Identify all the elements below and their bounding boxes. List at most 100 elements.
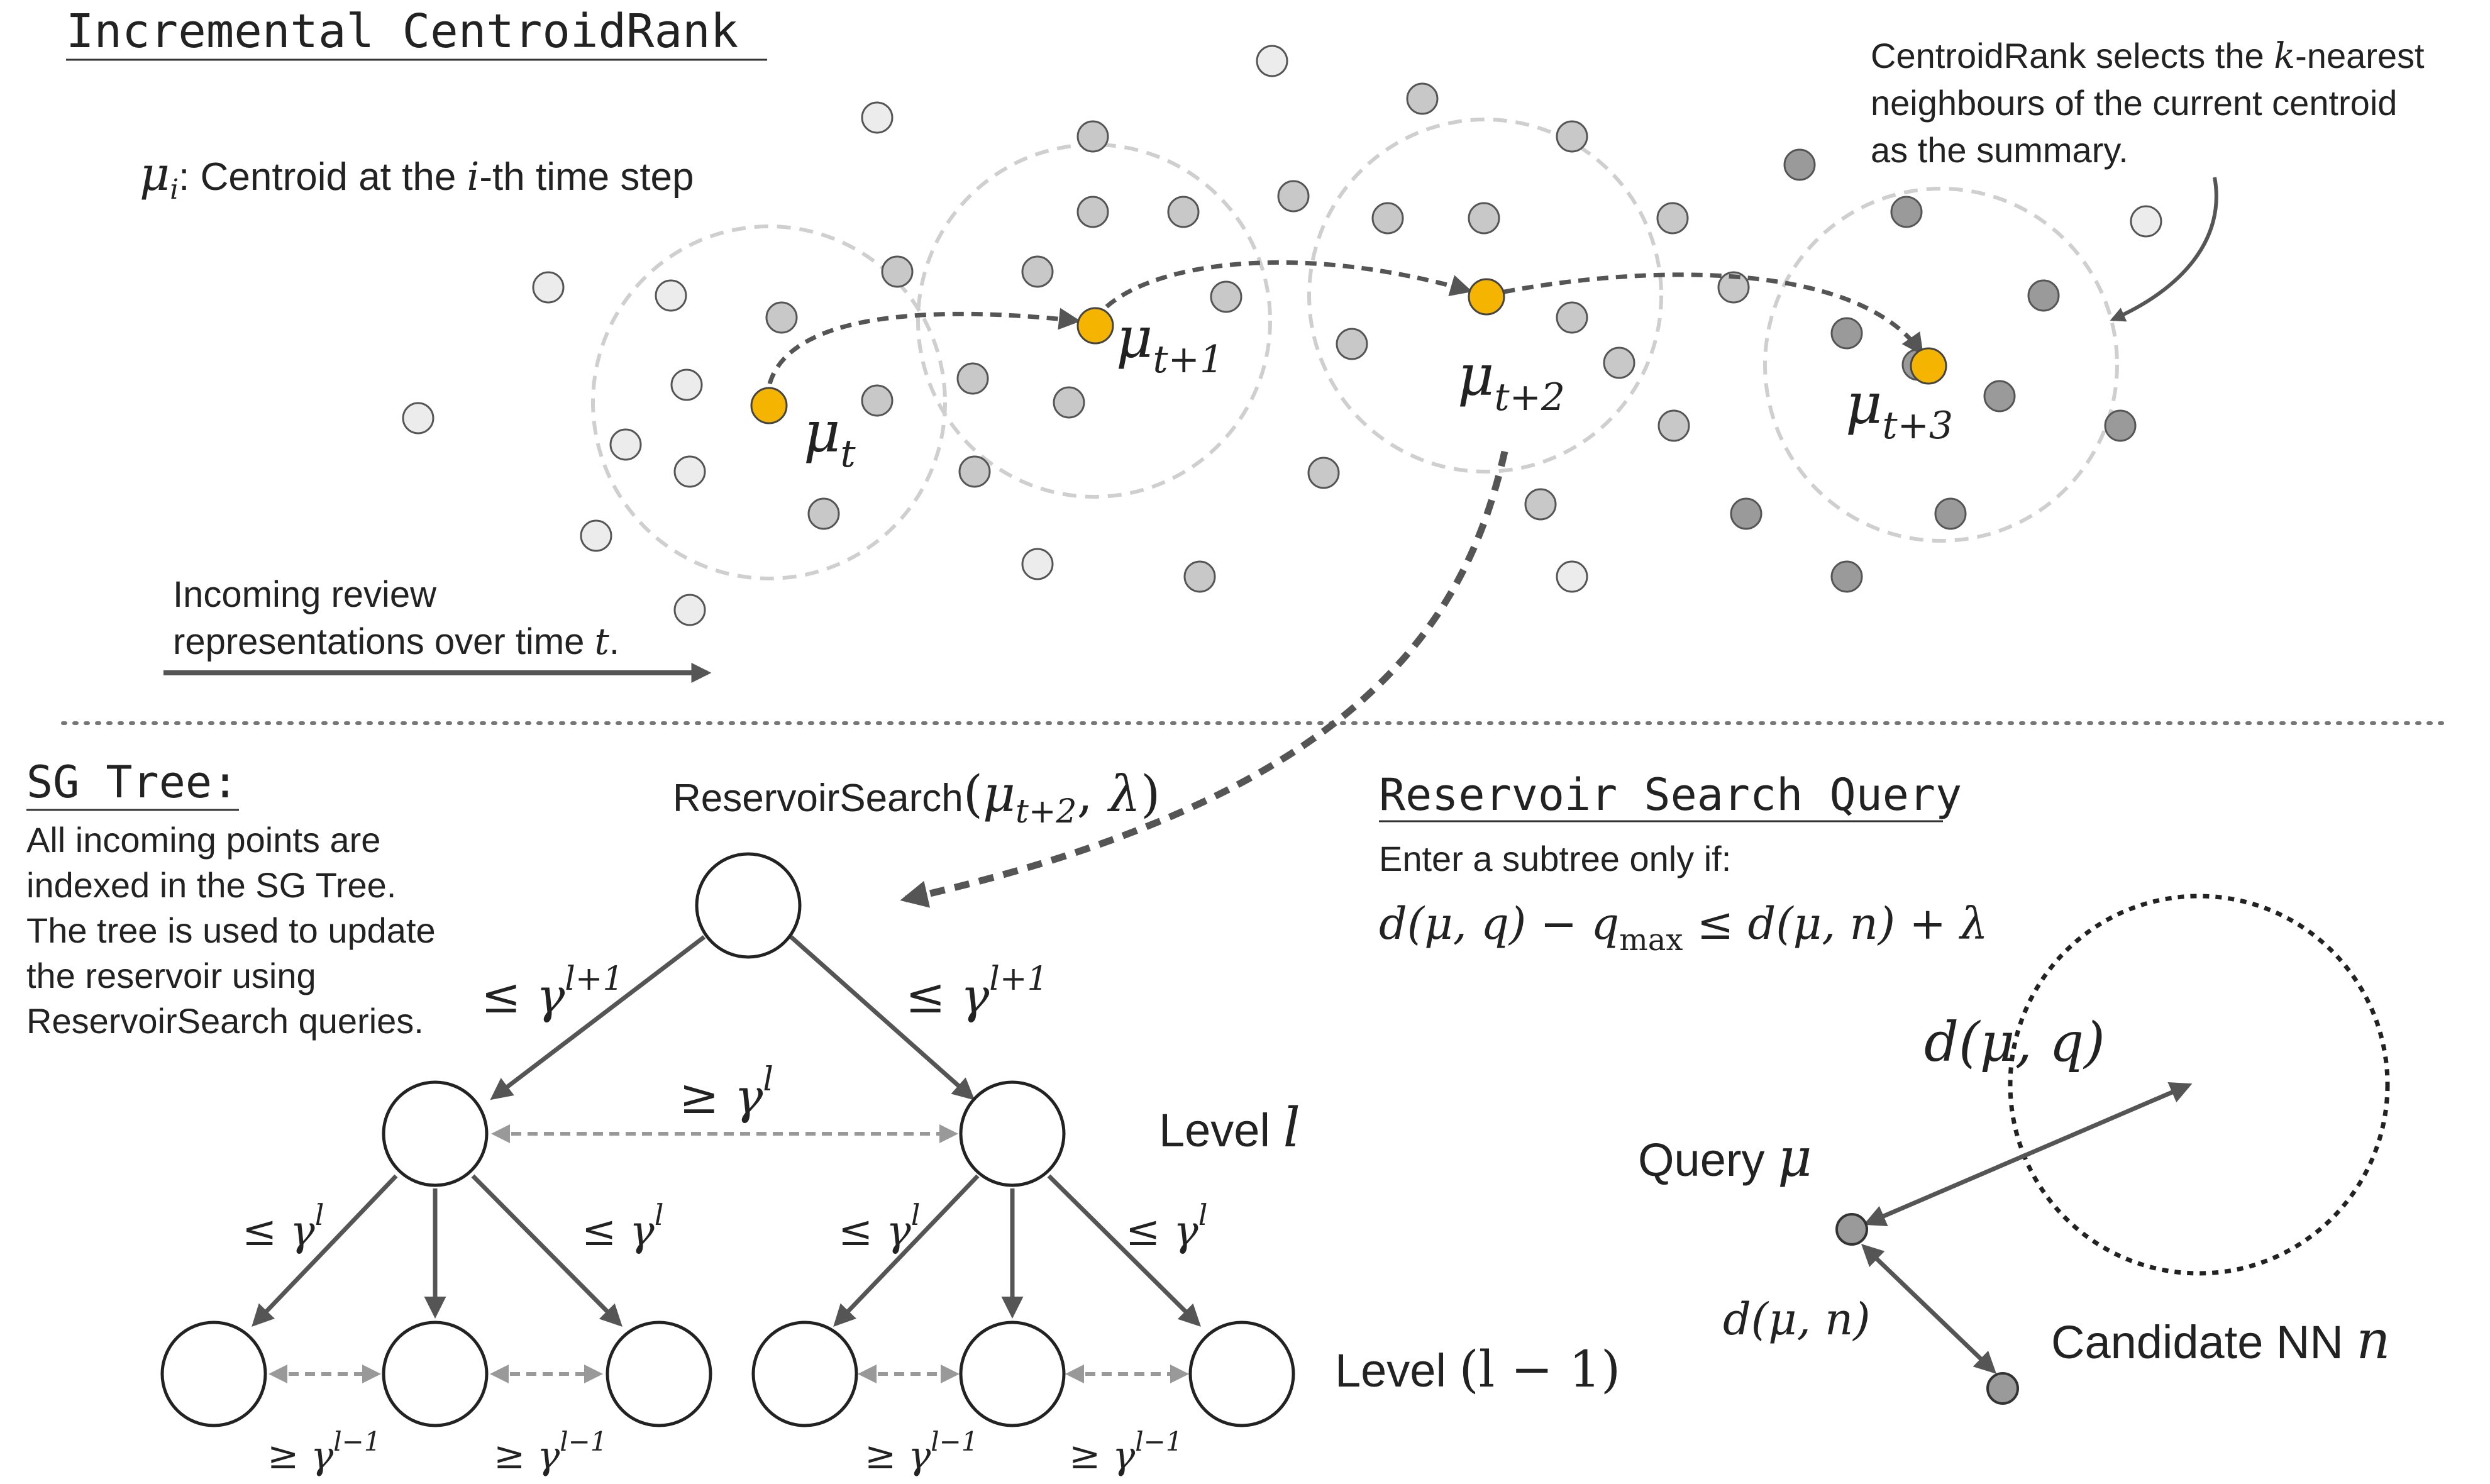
incoming-label: Incoming review representations over tim…: [173, 574, 619, 663]
sg-tree-title: SG Tree:: [26, 756, 238, 808]
centroid-point: [1910, 347, 1947, 385]
covering-label: ≤ γl+1: [481, 960, 624, 1024]
review-point: [1524, 488, 1557, 521]
review-point: [532, 271, 565, 304]
tree-node-leaf: [606, 1321, 712, 1427]
review-point: [2130, 205, 2162, 238]
tree-node-leaf: [751, 1321, 858, 1427]
centroid-label-t: μt: [804, 399, 856, 476]
review-point: [956, 362, 989, 395]
review-point: [1934, 497, 1967, 530]
tree-edge: [252, 1174, 398, 1327]
review-point: [1830, 317, 1863, 350]
level-l-label: Level l: [1159, 1097, 1300, 1160]
review-point: [1603, 346, 1635, 379]
review-point: [1307, 457, 1340, 489]
tree-node-level-l: [959, 1080, 1066, 1187]
review-point: [1468, 202, 1500, 235]
centroid-trajectory-arrow: [765, 307, 1081, 403]
review-point: [1890, 196, 1923, 228]
top-title: Incremental CentroidRank: [66, 4, 738, 58]
review-point: [1717, 271, 1750, 304]
query-label: Query μ: [1638, 1127, 1812, 1188]
review-point: [1783, 148, 1816, 181]
tree-node-leaf: [382, 1321, 489, 1427]
review-points: [402, 45, 2162, 626]
separation-label: ≥ γl: [679, 1061, 773, 1124]
query-title: Reservoir Search Query: [1379, 769, 1962, 821]
review-point: [1277, 180, 1310, 213]
tree-node-leaf: [1188, 1321, 1295, 1427]
distance-label-q: d(μ, q): [1924, 1011, 2105, 1074]
sg-tree-section: SG Tree: All incoming points are indexed…: [26, 756, 1620, 1478]
separation-label: ≥ γl−1: [1069, 1426, 1183, 1478]
review-point: [1371, 202, 1404, 235]
tree-node-leaf: [160, 1321, 267, 1427]
tree-node-leaf: [959, 1321, 1066, 1427]
neighbourhood-circle: [591, 224, 947, 580]
centroid-trajectory-arrow: [1485, 272, 1924, 356]
review-point: [765, 301, 798, 334]
review-point: [655, 279, 687, 312]
reservoir-search-call: ReservoirSearch(μt+2, λ): [673, 765, 1160, 831]
centroid-label-t1: μt+1: [1116, 305, 1224, 382]
review-point: [580, 519, 612, 552]
neighbourhood-circle: [916, 143, 1272, 499]
reservoir-query-arrow: [900, 450, 1508, 908]
query-point: [1835, 1213, 1868, 1246]
review-point: [673, 455, 706, 488]
review-point: [1167, 196, 1200, 228]
neighbourhood-circle: [1763, 187, 2119, 543]
review-point: [1210, 280, 1242, 313]
review-point: [609, 428, 642, 461]
centroid-point: [1468, 278, 1505, 316]
neighbourhood-circle: [1307, 118, 1663, 473]
covering-label: ≤ γl: [582, 1198, 663, 1255]
review-point: [1556, 120, 1588, 153]
review-point: [1336, 328, 1368, 360]
sg-tree-description: All incoming points are indexed in the S…: [26, 820, 445, 1041]
tree-node-level-l: [382, 1080, 489, 1187]
review-point: [1983, 380, 2016, 413]
query-formula: d(μ, q) − qmax ≤ d(μ, n) + λ: [1379, 898, 1988, 958]
review-point: [1406, 82, 1439, 115]
centroid-legend: μi: Centroid at the i-th time step: [140, 147, 694, 206]
distance-arrow-q: [1863, 1082, 2193, 1227]
review-point: [807, 497, 840, 530]
review-point: [1656, 202, 1689, 235]
review-point: [1556, 560, 1588, 593]
candidate-label: Candidate NN n: [2051, 1309, 2390, 1371]
review-point: [958, 455, 991, 488]
callout-text: CentroidRank selects the k-nearest neigh…: [1871, 36, 2434, 170]
review-point: [670, 368, 703, 401]
level-l-minus-1-label: Level (l − 1): [1335, 1340, 1620, 1398]
centroid-label-t2: μt+2: [1458, 343, 1565, 419]
covering-label: ≤ γl: [1126, 1198, 1207, 1255]
distance-arrow-n: [1861, 1244, 1997, 1374]
separation-label: ≥ γl−1: [267, 1426, 381, 1478]
distance-label-n: d(μ, n): [1723, 1293, 1871, 1345]
top-section: Incremental CentroidRank μi: Centroid at…: [66, 4, 2434, 683]
review-point: [1021, 255, 1054, 288]
tree-edge: [1047, 1174, 1201, 1327]
covering-label: ≤ γl: [242, 1198, 324, 1255]
review-point: [1556, 301, 1588, 334]
tree-edge: [490, 935, 706, 1100]
review-point: [1021, 548, 1054, 580]
centroid-point: [750, 387, 788, 424]
review-point: [1730, 497, 1762, 530]
centroid-point: [1076, 307, 1114, 345]
review-point: [1256, 45, 1288, 77]
review-point: [673, 594, 706, 626]
review-point: [2027, 279, 2060, 312]
query-section: Reservoir Search Query Enter a subtree o…: [1379, 769, 2390, 1405]
candidate-point: [1986, 1372, 2019, 1405]
covering-label: ≤ γl: [838, 1198, 920, 1255]
review-point: [1183, 560, 1216, 593]
separation-label: ≥ γl−1: [494, 1426, 607, 1478]
tree-node-root: [695, 852, 802, 959]
review-point: [1657, 409, 1690, 442]
query-radius-circle: [2008, 894, 2390, 1276]
tree-edge: [789, 935, 975, 1100]
